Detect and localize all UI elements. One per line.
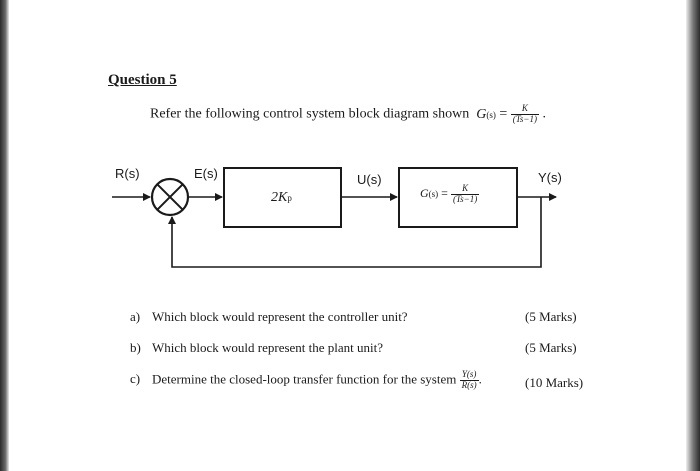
left-edge-shadow <box>0 0 9 471</box>
tf-equals: = <box>499 106 508 122</box>
plant-tf-equals: = <box>441 186 448 201</box>
part-a-letter: a) <box>130 309 141 324</box>
tf-numerator: K <box>510 103 539 115</box>
part-a-text: Which block would represent the controll… <box>152 309 408 324</box>
intro-period: . <box>542 106 547 122</box>
controller-gain: 2Kp <box>271 190 292 205</box>
part-c-denominator: R(s) <box>461 379 477 390</box>
part-c-letter: c) <box>130 371 141 387</box>
plant-tf-numerator: K <box>450 183 480 195</box>
tf-denominator: (Ts−1) <box>512 113 537 124</box>
question-title: Question 5 <box>108 72 177 88</box>
part-a: a) Which block would represent the contro… <box>130 309 408 325</box>
part-b: b) Which block would represent the plant … <box>130 340 383 356</box>
input-label: R(s) <box>115 166 140 181</box>
control-label: U(s) <box>357 172 382 187</box>
part-c: c) Determine the closed-loop transfer fun… <box>130 369 482 391</box>
part-a-marks: (5 Marks) <box>525 309 577 324</box>
part-b-letter: b) <box>130 340 141 355</box>
part-c-marks: (10 Marks) <box>525 375 584 390</box>
output-label: Y(s) <box>538 170 562 185</box>
part-c-numerator: Y(s) <box>459 369 479 381</box>
summing-junction <box>150 177 190 217</box>
plant-tf-lhs: G(s) <box>420 186 439 201</box>
feedback-path <box>168 197 542 268</box>
part-b-marks: (5 Marks) <box>525 340 577 355</box>
tf-fraction: K (Ts−1) <box>510 103 539 125</box>
plant-tf-denominator: (Ts−1) <box>452 193 478 204</box>
plant-transfer-function: G(s) = K (Ts−1) <box>420 183 480 205</box>
plant-tf-fraction: K (Ts−1) <box>450 183 480 205</box>
tf-lhs: G(s) <box>476 106 496 122</box>
right-edge-shadow <box>686 0 700 471</box>
question-intro: Refer the following control system block… <box>150 103 547 125</box>
part-c-fraction: Y(s) R(s) <box>459 369 479 391</box>
part-c-text: Determine the closed-loop transfer funct… <box>152 371 457 387</box>
error-label: E(s) <box>194 166 218 181</box>
intro-text: Refer the following control system block… <box>150 106 470 122</box>
part-b-text: Which block would represent the plant un… <box>152 340 384 355</box>
part-c-period: . <box>478 371 482 387</box>
